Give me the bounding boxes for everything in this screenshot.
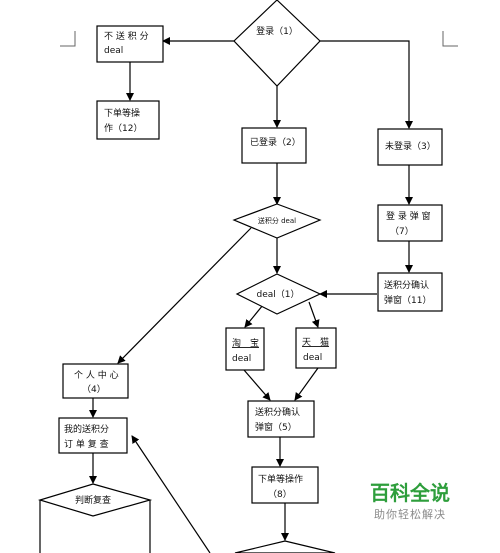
watermark-logo: 百科全说 助你轻松解决: [370, 481, 450, 521]
node-not-logged-in: 未登录（3）: [377, 128, 443, 166]
label-confirm-right-line1: 送积分确认: [384, 279, 429, 291]
label-confirm-right-line2: 弹窗（11）: [384, 294, 431, 306]
label-order-mid-line2: （8）: [268, 489, 292, 500]
node-order-mid: 下单等操作 （8）: [251, 466, 319, 504]
label-user-center-line2: （4）: [82, 384, 106, 395]
crop-mark-top-left: [60, 31, 76, 47]
label-login-popup-line2: （7）: [390, 226, 414, 237]
edge-points-deal-to-user-center: [117, 227, 252, 364]
label-taobao-line2: deal: [232, 354, 251, 364]
node-logged-in: 已登录（2）: [241, 127, 307, 164]
label-user-center-line1: 个 人 中 心: [74, 369, 119, 381]
edge-deal1-to-tmall: [308, 301, 320, 328]
node-no-points-deal: 不 送 积 分 deal: [96, 25, 164, 63]
node-login-popup: 登 录 弹 窗 （7）: [377, 204, 443, 242]
label-judge-review: 判断复查: [75, 494, 111, 506]
label-login: 登录（1）: [256, 26, 298, 37]
label-my-points-line2: 订 单 复 查: [64, 438, 109, 450]
label-tmall-line1: 天 猫: [302, 336, 329, 348]
label-points-deal: 送积分 deal: [258, 216, 296, 225]
node-taobao-deal: 淘 宝 deal: [225, 327, 265, 371]
node-bottom-partial: [234, 540, 336, 553]
label-no-points-line1: 不 送 积 分: [104, 30, 149, 42]
label-confirm-mid-line2: 弹窗（5）: [255, 421, 297, 433]
node-judge-review: 判断复查: [37, 483, 153, 553]
label-not-logged-in: 未登录（3）: [385, 140, 436, 152]
watermark-title: 百科全说: [370, 481, 450, 505]
label-deal1: deal（1）: [257, 289, 300, 300]
edge-deal1-to-taobao: [244, 304, 264, 328]
edge-tmall-to-confirm: [294, 367, 319, 401]
node-login: 登录（1）: [233, 0, 321, 87]
label-my-points-line1: 我的送积分: [64, 423, 109, 435]
label-order-mid-line1: 下单等操作: [258, 473, 303, 485]
label-tmall-line2: deal: [303, 353, 322, 363]
watermark-subtitle: 助你轻松解决: [374, 507, 446, 521]
node-confirm-popup-right: 送积分确认 弹窗（11）: [377, 272, 443, 312]
edges: [89, 37, 413, 553]
edge-taobao-to-confirm: [243, 369, 271, 401]
node-tmall-deal: 天 猫 deal: [295, 327, 337, 369]
node-order-left: 下单等操 作（12）: [96, 100, 160, 140]
node-deal1: deal（1）: [235, 273, 322, 315]
node-points-deal: 送积分 deal: [232, 203, 322, 239]
edge-back-to-my-points: [131, 435, 211, 553]
node-user-center: 个 人 中 心 （4）: [62, 363, 129, 399]
label-order-left-line1: 下单等操: [104, 107, 140, 119]
label-order-left-line2: 作（12）: [104, 122, 142, 134]
edge-login-to-not-logged-in: [320, 40, 413, 129]
label-logged-in: 已登录（2）: [250, 137, 301, 148]
label-confirm-mid-line1: 送积分确认: [255, 406, 300, 418]
label-no-points-line2: deal: [104, 46, 123, 56]
label-taobao-line1: 淘 宝: [232, 337, 259, 349]
crop-mark-top-right: [442, 31, 458, 47]
node-confirm-popup-mid: 送积分确认 弹窗（5）: [247, 400, 315, 438]
label-login-popup-line1: 登 录 弹 窗: [386, 210, 431, 222]
crop-marks: [60, 31, 458, 47]
node-my-points-review: 我的送积分 订 单 复 查: [58, 417, 128, 454]
